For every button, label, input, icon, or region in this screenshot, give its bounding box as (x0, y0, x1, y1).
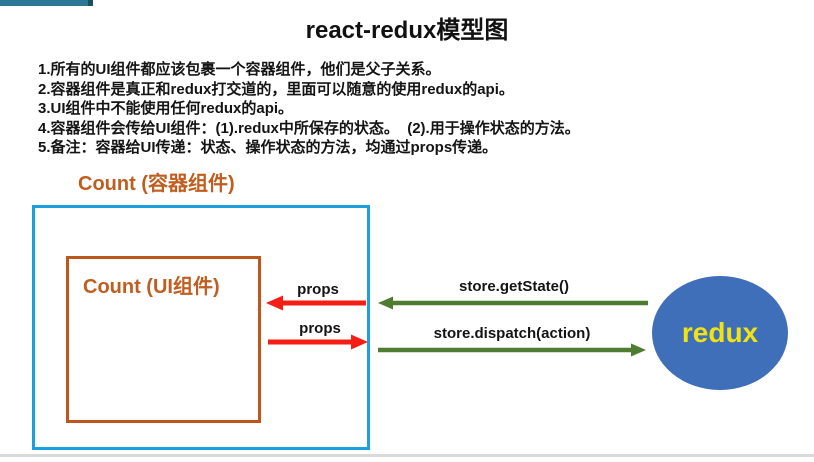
props-top-label: props (297, 281, 339, 298)
ui-component-box (66, 256, 261, 423)
ui-component-label: Count (UI组件) (83, 276, 220, 298)
note-line-1: 1.所有的UI组件都应该包裹一个容器组件，他们是父子关系。 (38, 61, 441, 78)
page-title: react-redux模型图 (305, 17, 509, 44)
dispatch-label: store.dispatch(action) (433, 325, 591, 342)
get-state-arrow (378, 296, 648, 310)
props-bottom-label: props (299, 320, 341, 337)
container-component-box (32, 205, 370, 450)
dispatch-arrow (378, 343, 646, 357)
container-component-label: Count (容器组件) (78, 173, 235, 195)
note-line-5: 5.备注：容器给UI传递：状态、操作状态的方法，均通过props传递。 (38, 139, 498, 157)
redux-label: redux (681, 317, 759, 348)
note-line-2: 2.容器组件是真正和redux打交道的，里面可以随意的使用redux的api。 (38, 80, 514, 98)
get-state-label: store.getState() (458, 278, 570, 295)
top-accent-bar (0, 0, 93, 6)
bottom-divider (0, 454, 814, 457)
notes-list: 1.所有的UI组件都应该包裹一个容器组件，他们是父子关系。 2.容器组件是真正和… (38, 60, 778, 158)
note-line-3: 3.UI组件中不能使用任何redux的api。 (38, 100, 294, 118)
redux-store-ellipse: redux (652, 276, 788, 390)
note-line-4: 4.容器组件会传给UI组件：(1).redux中所保存的状态。 (2).用于操作… (38, 119, 580, 137)
